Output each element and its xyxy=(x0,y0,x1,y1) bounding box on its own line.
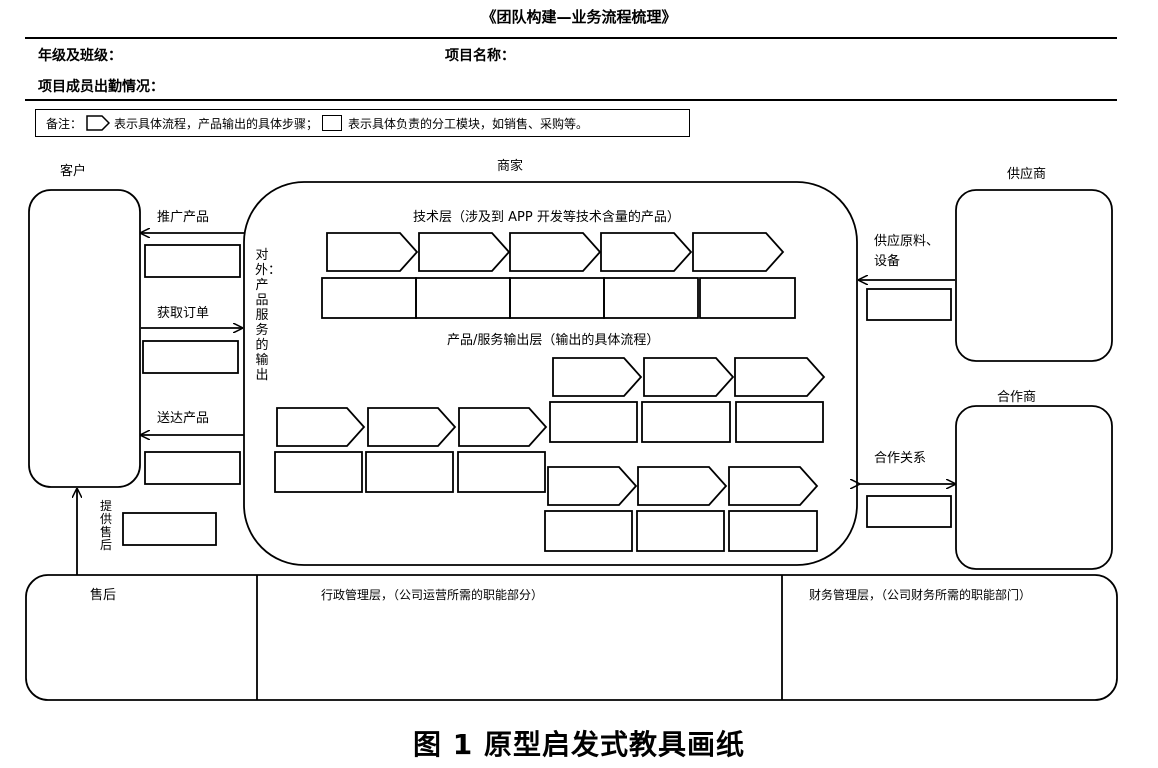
output-module-b1 xyxy=(274,451,363,493)
output-module-a2 xyxy=(641,401,731,443)
output-step-c1 xyxy=(547,466,638,506)
admin-layer-label: 行政管理层，（公司运营所需的职能部分） xyxy=(321,588,544,602)
output-module-b3 xyxy=(457,451,546,493)
top-rule xyxy=(25,37,1117,39)
output-step-b3 xyxy=(458,407,548,447)
after-sales-service-label: 提供售后 xyxy=(99,499,112,552)
tech-step-1 xyxy=(326,232,419,272)
project-name-field: 项目名称： xyxy=(445,48,515,64)
get-order-label: 获取订单 xyxy=(157,306,210,321)
output-module-b2 xyxy=(365,451,454,493)
cooperation-box xyxy=(866,495,952,528)
page-title: 《团队构建—业务流程梳理》 xyxy=(481,8,677,26)
bottom-band xyxy=(25,574,1118,701)
tech-step-4 xyxy=(600,232,693,272)
grade-class-field: 年级及班级： xyxy=(38,48,122,64)
output-step-b1 xyxy=(276,407,366,447)
rectangle-icon xyxy=(322,115,343,131)
promote-label: 推广产品 xyxy=(157,210,210,225)
second-rule xyxy=(25,99,1117,101)
tech-step-5 xyxy=(692,232,785,272)
customer-label: 客户 xyxy=(60,164,87,179)
attendance-field: 项目成员出勤情况： xyxy=(38,79,164,95)
order-box xyxy=(142,340,239,374)
external-output-label: 对外：产品服务的输出 xyxy=(255,248,282,383)
output-module-c2 xyxy=(636,510,725,552)
pentagon-arrow-icon xyxy=(86,115,111,131)
output-step-c2 xyxy=(637,466,728,506)
legend-arrow-desc: 表示具体流程，产品输出的具体步骤； xyxy=(114,116,319,131)
legend-prefix: 备注： xyxy=(46,116,83,131)
figure-caption: 图 1 原型启发式教具画纸 xyxy=(413,728,745,761)
deliver-box xyxy=(144,451,241,485)
tech-module-2 xyxy=(415,277,511,319)
supplier-label: 供应商 xyxy=(1007,167,1047,182)
legend-note: 备注： 表示具体流程，产品输出的具体步骤； 表示具体负责的分工模块，如销售、采购… xyxy=(35,109,690,137)
promote-box xyxy=(144,244,241,278)
tech-module-5 xyxy=(699,277,796,319)
legend-box-desc: 表示具体负责的分工模块，如销售、采购等。 xyxy=(348,116,589,131)
output-module-a1 xyxy=(549,401,638,443)
finance-layer-label: 财务管理层，（公司财务所需的职能部门） xyxy=(809,588,1032,602)
supplier-box xyxy=(955,189,1113,362)
cooperation-label: 合作关系 xyxy=(874,451,927,466)
supply-box xyxy=(866,288,952,321)
output-step-a3 xyxy=(734,357,826,397)
output-module-c3 xyxy=(728,510,818,552)
merchant-label: 商家 xyxy=(497,159,524,174)
partner-box xyxy=(955,405,1113,570)
partner-label: 合作商 xyxy=(997,390,1037,405)
tech-layer-label: 技术层（涉及到 APP 开发等技术含量的产品） xyxy=(413,210,680,225)
output-step-a2 xyxy=(643,357,735,397)
tech-module-4 xyxy=(603,277,699,319)
supply-label: 供应原料、设备 xyxy=(874,234,940,269)
output-module-c1 xyxy=(544,510,633,552)
output-module-a3 xyxy=(735,401,824,443)
output-step-b2 xyxy=(367,407,457,447)
tech-step-2 xyxy=(418,232,511,272)
after-sales-label: 售后 xyxy=(90,588,117,603)
tech-module-1 xyxy=(321,277,417,319)
deliver-label: 送达产品 xyxy=(157,411,210,426)
output-layer-label: 产品/服务输出层（输出的具体流程） xyxy=(447,333,660,348)
tech-module-3 xyxy=(509,277,605,319)
output-step-c3 xyxy=(728,466,819,506)
after-sales-box xyxy=(122,512,217,546)
merchant-box xyxy=(243,181,858,566)
customer-box xyxy=(28,189,141,488)
output-step-a1 xyxy=(552,357,643,397)
tech-step-3 xyxy=(509,232,602,272)
